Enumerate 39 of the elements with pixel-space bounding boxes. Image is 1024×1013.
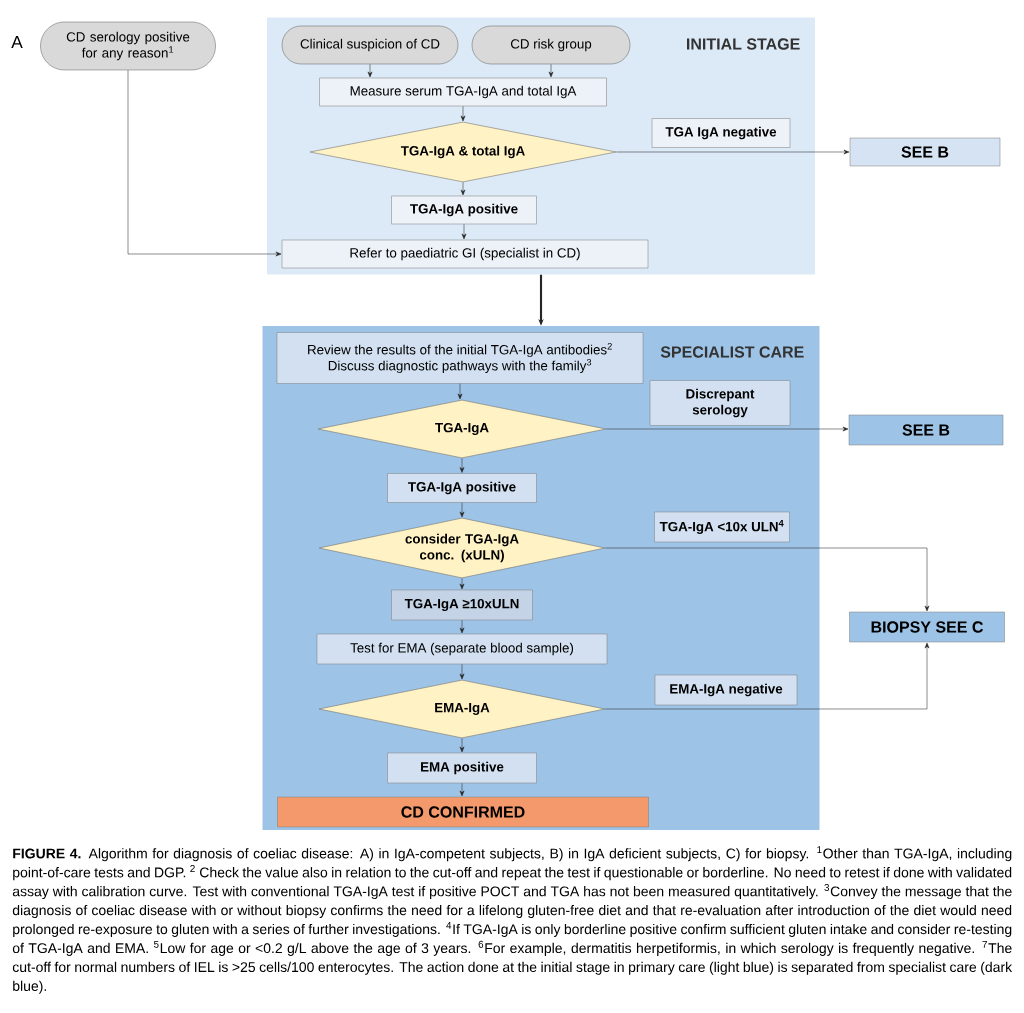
arrow bbox=[461, 224, 467, 240]
outcome-box: BIOPSY SEE C bbox=[849, 611, 1005, 643]
arrow bbox=[605, 642, 930, 710]
arrow bbox=[459, 783, 465, 797]
start-pill: CD serology positive for any reason$^{1}$ bbox=[40, 21, 216, 71]
branch-label-box: Discrepant serology bbox=[649, 380, 791, 426]
arrow bbox=[459, 502, 465, 518]
arrow bbox=[367, 64, 373, 78]
panel-letter: A bbox=[11, 36, 23, 48]
branch-label-box: TGA IgA negative bbox=[651, 118, 791, 148]
process-box: EMA positive bbox=[387, 752, 537, 784]
branch-label-box: TGA-IgA <10x ULN$^{4}$ bbox=[654, 511, 790, 543]
outcome-box: SEE B bbox=[849, 137, 1001, 167]
arrow bbox=[460, 182, 466, 196]
process-box: TGA-IgA positive bbox=[387, 473, 537, 503]
arrow bbox=[127, 70, 282, 257]
arrow bbox=[460, 106, 466, 122]
arrow bbox=[605, 547, 930, 612]
arrow bbox=[459, 578, 465, 590]
arrow bbox=[548, 64, 554, 78]
process-box: Test for EMA (separate blood sample) bbox=[316, 633, 608, 665]
arrow bbox=[457, 383, 463, 400]
arrow bbox=[459, 458, 465, 473]
caption: FIGURE 4. Algorithm for diagnosis of coeliac disease: A) in IgA-competent subjects, B) in IgA deficient subjects, C) for biopsy. $^{1}$Other than TGA-IgA, including point-of-care tests and DGP. $^{2}$ Check the value also in relation to the cut-off and repeat the test if questionable or borderline. No need to retest if done with validated assay with calibration curve. Test with conventional TGA-IgA test if positive POCT and TGA has not been measured quantitatively. $^{3}$Convey the message that the diagnosis of coeliac disease with or without biopsy confirms the need for a lifelong gluten-free diet and that re-evaluation after introduction of the diet would need prolonged re-exposure to gluten with a series of further investigations. $^{4}$If TGA-IgA is only borderline positive confirm sufficient gluten intake and consider re-testing of TGA-IgA and EMA. $^{5}$Low for age or <0.2 g/L above the age of 3 years. $^{6}$For example, dermatitis herpetiformis, in which serology is frequently negative. $^{7}$The cut-off for normal numbers of IEL is >25 cells/100 enterocytes. The action done at the initial stage in primary care (light blue) is separated from specialist care (dark blue). bbox=[12, 846, 1013, 994]
process-box: Measure serum TGA-IgA and total IgA bbox=[319, 77, 607, 107]
process-box: TGA-IgA positive bbox=[391, 195, 537, 225]
process-box: Review the results of the initial TGA-IgA antibodies$^{2}$ Discuss diagnostic pathways with the family$^{3}$ bbox=[276, 332, 644, 384]
process-box: Refer to paediatric GI (specialist in CD) bbox=[281, 239, 649, 269]
outcome-box: SEE B bbox=[848, 414, 1004, 446]
process-box: TGA-IgA ≥10xULN bbox=[391, 589, 533, 621]
arrow bbox=[459, 620, 465, 634]
arrow bbox=[459, 738, 465, 753]
arrow bbox=[459, 664, 465, 680]
outcome-box: CD CONFIRMED bbox=[277, 796, 649, 828]
start-pill: Clinical suspicion of CD bbox=[281, 25, 459, 65]
branch-label-box: EMA-IgA negative bbox=[654, 674, 798, 706]
arrow bbox=[616, 149, 850, 155]
arrow bbox=[606, 426, 849, 432]
start-pill: CD risk group bbox=[471, 25, 631, 65]
